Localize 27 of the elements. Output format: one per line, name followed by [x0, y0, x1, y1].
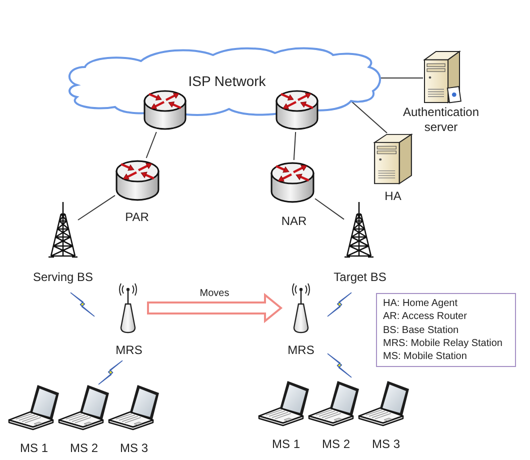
device-label: Authentication server: [402, 105, 480, 135]
abbreviation-text: HA: Home Agent: [383, 297, 458, 310]
connector-line: [146, 132, 157, 158]
device-label: MS 2: [70, 441, 98, 455]
connector-line: [350, 100, 388, 134]
network-label: ISP Network: [188, 73, 266, 89]
connector-line: [314, 198, 344, 220]
abbreviation-text: BS: Base Station: [383, 324, 459, 337]
device-label: PAR: [125, 210, 149, 224]
device-label: MS 3: [120, 441, 148, 455]
device-label: HA: [384, 189, 402, 203]
connector-line: [78, 194, 116, 220]
abbreviation-text: MS: Mobile Station: [383, 350, 467, 364]
abbreviation-text: MRS: Mobile Relay Station: [383, 336, 502, 350]
device-label: MS 1: [272, 437, 300, 451]
device-label: NAR: [281, 214, 307, 228]
device-label: MRS: [116, 343, 142, 357]
device-label: MRS: [288, 343, 314, 357]
abbreviation-text: AR: Access Router: [383, 310, 467, 324]
device-label: MS 2: [322, 437, 350, 451]
connector-line: [293, 132, 296, 160]
device-label: MS 1: [20, 441, 48, 455]
device-label: Serving BS: [32, 270, 94, 284]
block-arrow: [147, 292, 283, 324]
device-label: MS 3: [372, 437, 400, 451]
abbreviation-box: [376, 293, 516, 367]
device-label: Target BS: [334, 270, 386, 284]
